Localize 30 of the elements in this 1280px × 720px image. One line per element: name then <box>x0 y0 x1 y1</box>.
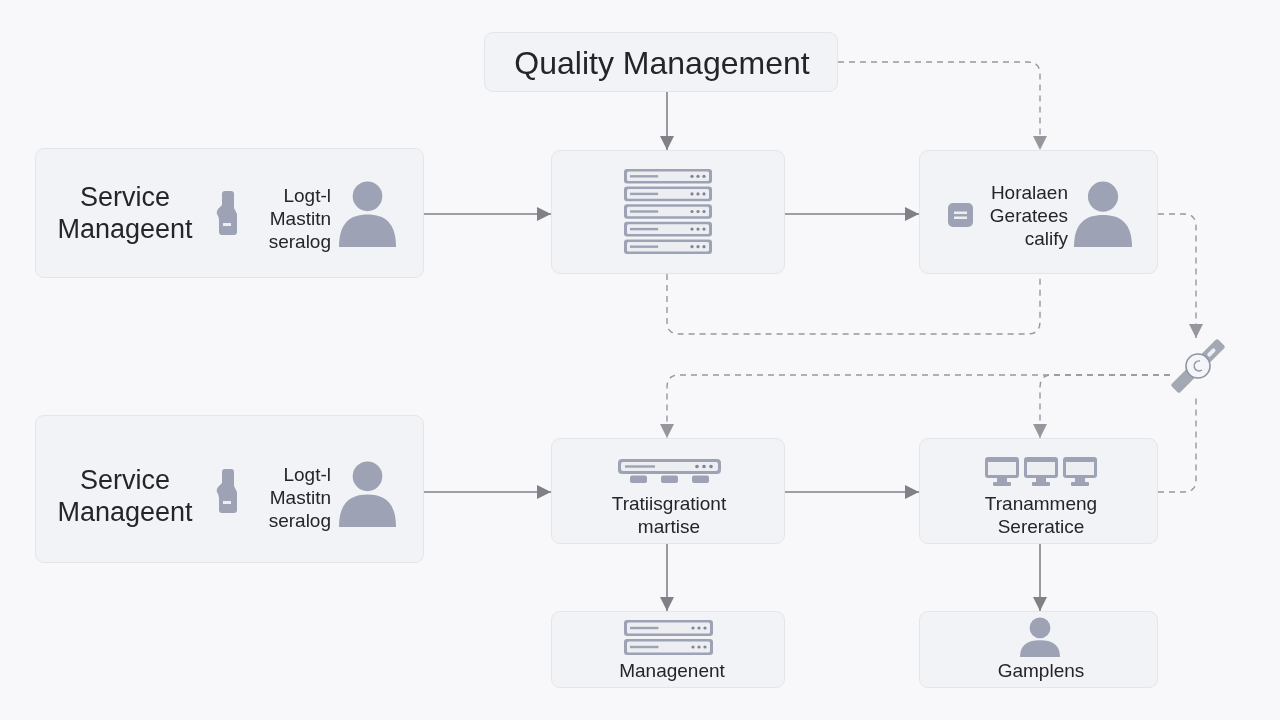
box-label: Horalaen Geratees calify <box>989 182 1068 249</box>
process-box <box>35 148 424 278</box>
process-box <box>919 611 1158 688</box>
arrow <box>423 207 552 221</box>
arrow <box>660 91 674 151</box>
box-caption: Logt-l Mastitn seralog <box>268 185 331 252</box>
process-box <box>919 150 1158 274</box>
box-label: Tranammeng Sereratice <box>984 493 1098 537</box>
process-box <box>551 438 785 544</box>
box-label: Gamplens <box>997 660 1085 681</box>
process-box <box>919 438 1158 544</box>
box-label: Service Manageent <box>57 182 193 244</box>
arrow <box>784 485 920 499</box>
dashed-line <box>666 273 1041 335</box>
process-box <box>484 32 838 92</box>
arrow <box>423 485 552 499</box>
process-box <box>551 150 785 274</box>
arrow <box>784 207 920 221</box>
box-title: Quality Management <box>514 45 810 81</box>
dashed-arrow <box>837 61 1047 151</box>
arrow <box>660 543 674 612</box>
dashed-arrow <box>1157 213 1203 339</box>
box-caption: Logt-l Mastitn seralog <box>268 464 331 531</box>
box-label: Tratiisgrationt martise <box>611 493 727 537</box>
process-box <box>35 415 424 563</box>
box-label: Service Manageent <box>57 465 193 527</box>
dashed-arrow <box>1033 374 1171 439</box>
box-label: Managenent <box>619 660 725 681</box>
process-box <box>551 611 785 688</box>
arrow <box>1033 543 1047 612</box>
